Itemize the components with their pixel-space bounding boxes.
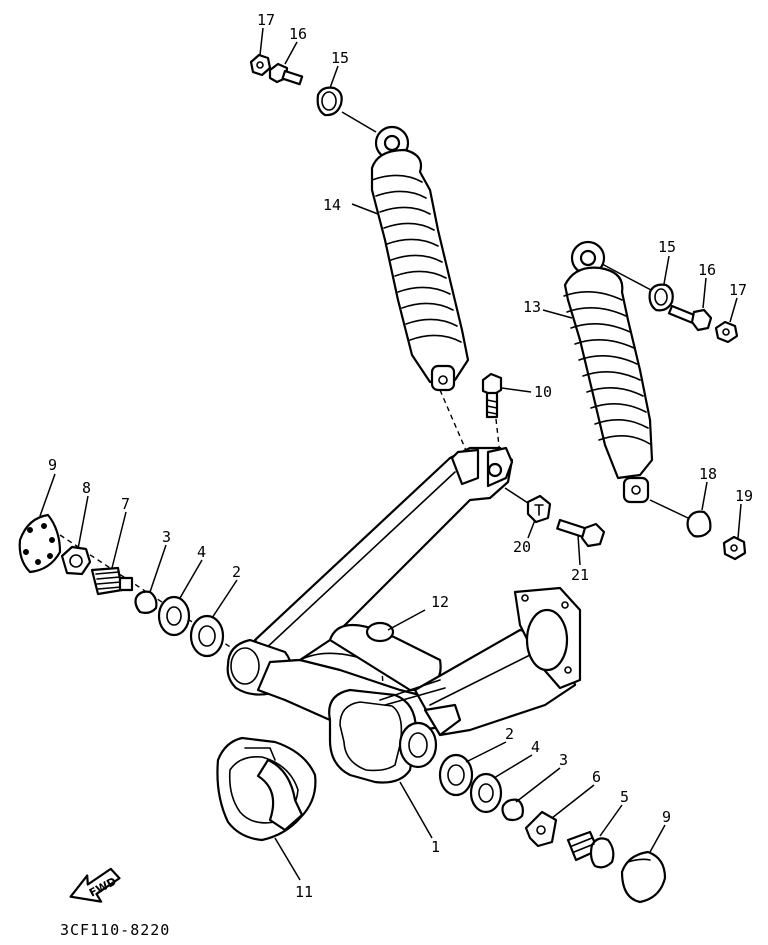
shock-absorber-14 xyxy=(370,125,470,392)
drawing-code: 3CF110-8220 xyxy=(60,921,170,939)
callout-9: 9 xyxy=(662,808,671,826)
callout-17: 17 xyxy=(257,11,275,29)
bolt-16-top xyxy=(268,62,304,86)
collar-3-right xyxy=(501,798,524,822)
bolt-10 xyxy=(481,372,503,419)
shock-absorber-13 xyxy=(563,240,654,504)
callout-4: 4 xyxy=(197,543,206,561)
seal-4-right xyxy=(469,772,503,814)
callout-5: 5 xyxy=(620,788,629,806)
callout-12: 12 xyxy=(431,593,449,611)
swingarm-1 xyxy=(226,446,582,784)
nut-19 xyxy=(722,535,747,561)
callout-20: 20 xyxy=(513,538,531,556)
callout-labels: 17 16 15 14 15 16 17 13 10 18 19 20 21 9… xyxy=(48,11,753,901)
cap-12 xyxy=(365,621,395,643)
seal-4-left xyxy=(157,595,191,637)
callout-16: 16 xyxy=(698,261,716,279)
callout-13: 13 xyxy=(523,298,541,316)
bearing-2-right xyxy=(438,753,474,797)
callout-18: 18 xyxy=(699,465,717,483)
plate-6 xyxy=(524,810,558,848)
callout-2: 2 xyxy=(232,563,241,581)
dust-cover-11 xyxy=(216,736,317,842)
callout-15: 15 xyxy=(331,49,349,67)
callout-4: 4 xyxy=(531,738,540,756)
collar-18 xyxy=(686,510,712,538)
callout-3: 3 xyxy=(559,751,568,769)
callout-16: 16 xyxy=(289,25,307,43)
bushing-15-right xyxy=(648,283,674,312)
callout-7: 7 xyxy=(121,495,130,513)
leader-lines xyxy=(39,27,742,881)
callout-17: 17 xyxy=(729,281,747,299)
bushing-15-top xyxy=(316,86,343,117)
nut-20 xyxy=(526,494,552,524)
pivot-shaft-7 xyxy=(90,566,134,596)
forward-direction-arrow: FWD xyxy=(69,867,121,903)
nut-17-top xyxy=(249,53,272,77)
pivot-bolt-5 xyxy=(566,830,615,869)
bolt-16-right xyxy=(667,304,713,332)
callout-8: 8 xyxy=(82,479,91,497)
callout-11: 11 xyxy=(295,883,313,901)
nut-8 xyxy=(60,545,92,576)
callout-10: 10 xyxy=(534,383,552,401)
cap-9-right xyxy=(620,850,667,904)
callout-19: 19 xyxy=(735,487,753,505)
bearing-2-left xyxy=(189,614,225,658)
bolt-21 xyxy=(556,518,606,548)
callout-21: 21 xyxy=(571,566,589,584)
callout-6: 6 xyxy=(592,768,601,786)
callout-3: 3 xyxy=(162,528,171,546)
callout-9: 9 xyxy=(48,456,57,474)
nut-17-right xyxy=(714,320,739,344)
callout-15: 15 xyxy=(658,238,676,256)
callout-14: 14 xyxy=(323,196,341,214)
callout-1: 1 xyxy=(431,838,440,856)
callout-2: 2 xyxy=(505,725,514,743)
cap-9-left xyxy=(18,513,62,574)
collar-3-left xyxy=(134,590,158,614)
